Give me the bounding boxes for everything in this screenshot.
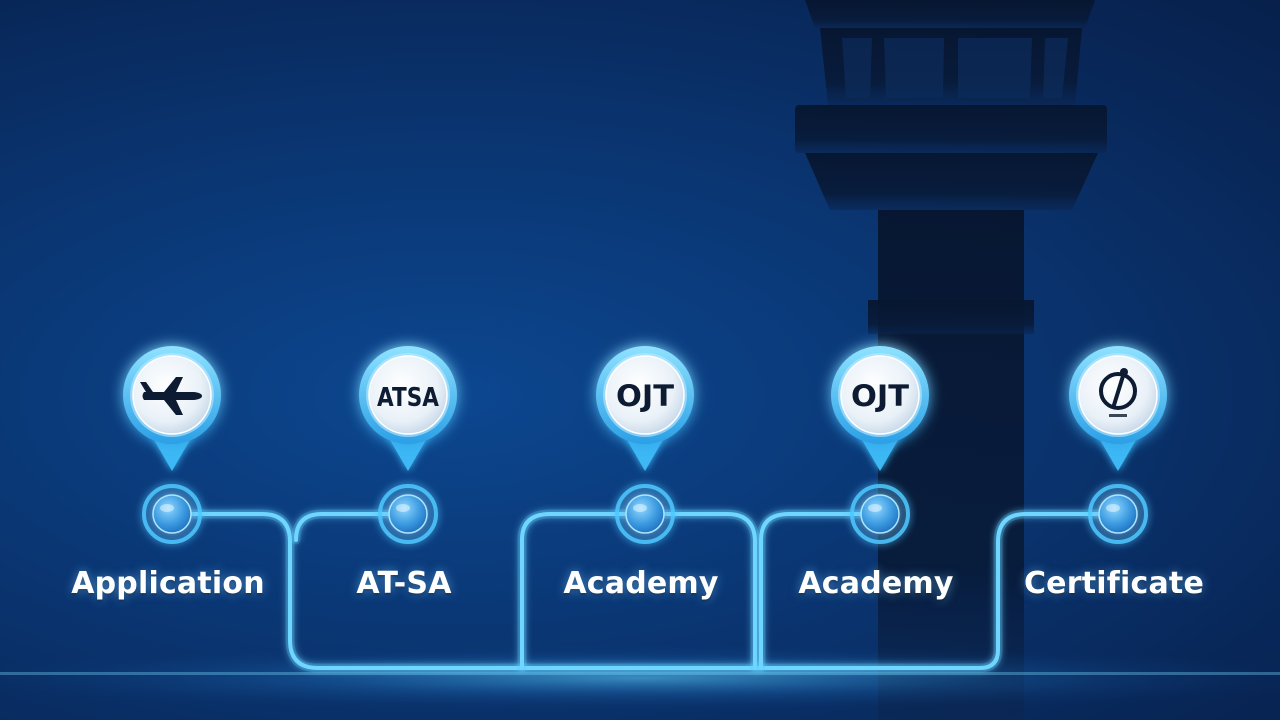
connector-line <box>759 512 882 670</box>
floor-glow <box>0 644 1280 712</box>
step-label: Application <box>71 566 265 601</box>
timeline-node <box>378 484 438 544</box>
control-tower-silhouette <box>795 0 1107 720</box>
step-pin: OJT <box>831 346 929 471</box>
timeline-node <box>142 484 202 544</box>
timeline-nodes <box>142 484 1148 544</box>
step-pin <box>1069 346 1167 471</box>
step-pin <box>123 346 221 471</box>
pin-text: ATSA <box>377 383 439 413</box>
step-label: AT-SA <box>356 566 452 601</box>
step-pins: ATSA OJT OJT <box>123 346 1167 471</box>
step-pin: ATSA <box>359 346 457 471</box>
tower-windows <box>842 38 1068 98</box>
step-label: Certificate <box>1023 566 1205 601</box>
step-pin: OJT <box>596 346 694 471</box>
airplane-icon <box>140 377 202 415</box>
pin-text: OJT <box>616 379 674 413</box>
timeline-node <box>1088 484 1148 544</box>
connector-line <box>170 512 1120 670</box>
connector-paths <box>167 509 1123 673</box>
step-label: Academy <box>798 566 954 601</box>
timeline-node <box>615 484 675 544</box>
floor-highlight <box>0 672 1280 675</box>
pin-text: OJT <box>851 379 909 413</box>
certificate-seal-icon <box>1099 368 1137 417</box>
step-label: Academy <box>563 566 719 601</box>
connector-line <box>294 512 410 542</box>
timeline-node <box>850 484 910 544</box>
